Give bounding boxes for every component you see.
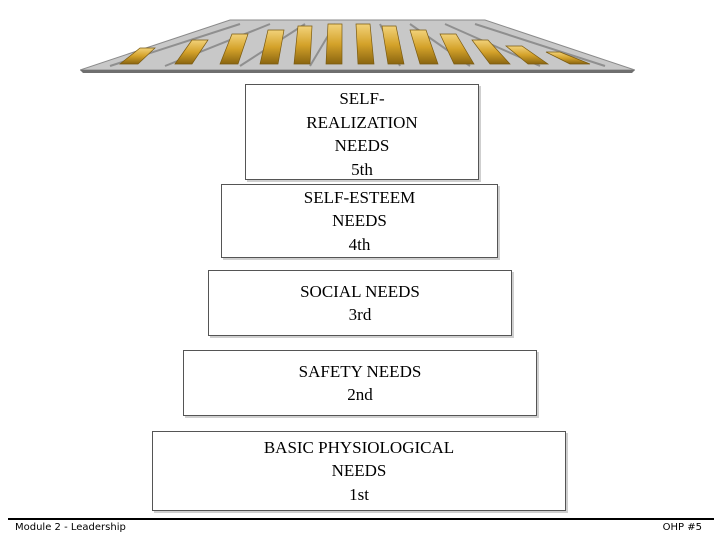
pyramid-level-2: SAFETY NEEDS 2nd bbox=[183, 350, 537, 416]
level-1-line-3: 1st bbox=[349, 484, 369, 504]
level-4-line-3: 4th bbox=[348, 234, 371, 254]
level-3-line-1: SOCIAL NEEDS bbox=[300, 281, 420, 301]
footer-module-label: Module 2 - Leadership bbox=[15, 522, 126, 533]
level-4-line-2: NEEDS bbox=[332, 211, 387, 231]
level-5-line-2: REALIZATION bbox=[306, 112, 418, 132]
level-1-line-1: BASIC PHYSIOLOGICAL bbox=[263, 437, 455, 457]
level-5-line-3: NEEDS bbox=[334, 136, 390, 155]
level-3-line-2: 3rd bbox=[348, 305, 372, 324]
level-2-line-2: 2nd bbox=[347, 385, 373, 404]
level-5-line-4: 5th bbox=[351, 159, 373, 179]
level-1-line-2: NEEDS bbox=[331, 461, 387, 481]
pyramid-level-4: SELF-ESTEEM NEEDS 4th bbox=[221, 184, 498, 258]
footer-slide-number: OHP #5 bbox=[662, 522, 702, 533]
footer-divider bbox=[8, 518, 714, 520]
title-wordart-graphic bbox=[80, 19, 635, 73]
level-4-line-1: SELF-ESTEEM bbox=[303, 187, 416, 207]
level-5-line-1: SELF- bbox=[339, 89, 385, 108]
level-2-line-1: SAFETY NEEDS bbox=[298, 361, 422, 381]
pyramid-level-1: BASIC PHYSIOLOGICAL NEEDS 1st bbox=[152, 431, 566, 511]
pyramid-level-5: SELF- REALIZATION NEEDS 5th bbox=[245, 84, 479, 180]
pyramid-level-3: SOCIAL NEEDS 3rd bbox=[208, 270, 512, 336]
